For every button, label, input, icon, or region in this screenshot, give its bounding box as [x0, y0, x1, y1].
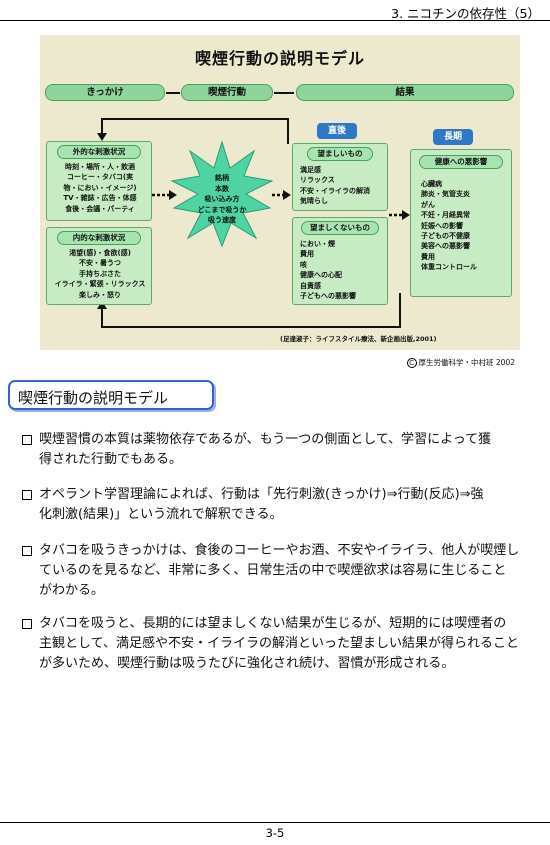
bullet-item: タバコを吸うきっかけは、食後のコーヒーやお酒、不安やイライラ、他人が喫煙し てい…: [22, 541, 532, 601]
longterm-label: 健康への悪影響: [419, 155, 503, 169]
section-title-box: 喫煙行動の説明モデル: [8, 380, 214, 410]
smoking-model-figure: 喫煙行動の説明モデル きっかけ 喫煙行動 結果 外的な刺激状況 時刻・場所・人・…: [40, 35, 520, 350]
feedback-arrow-top: [101, 118, 289, 144]
arrowhead: [97, 133, 107, 141]
column-trigger-label: きっかけ: [45, 84, 165, 101]
immediate-good-list: 満足感 リラックス 不安・イライラの解消 気晴らし: [300, 166, 370, 206]
immediate-bad-box: 望ましくないもの におい・煙 費用 咳 健康への心配 自責感 子どもへの悪影響: [292, 217, 388, 305]
bullet-item: タバコを吸うと、長期的には望ましくない結果が生じるが、短期的には喫煙者の 主観と…: [22, 614, 532, 674]
checkbox-square-icon: [22, 435, 32, 445]
behavior-list: 銘柄 本数 吸い込み方 どこまで吸うか 吸う速度: [197, 174, 247, 224]
arrowhead: [283, 190, 291, 200]
arrowhead: [402, 210, 410, 220]
internal-stimulus-box: 内的な刺激状況 渇望(感)・食欲(感) 不安・暑うつ 手持ちぶさた イライラ・緊…: [46, 227, 152, 305]
behavior-star-shape: [170, 140, 274, 248]
longterm-list: 心臓病 肺炎・気管支炎 がん 不妊・月経異常 妊娠への影響 子どもの不健康 美容…: [421, 180, 477, 272]
bullet-item: オペラント学習理論によれば、行動は「先行刺激(きっかけ)⇒行動(反応)⇒強 化刺…: [22, 485, 532, 525]
column-result-label: 結果: [296, 84, 514, 101]
page-header: 3. ニコチンの依存性（5）: [0, 0, 550, 22]
arrow-line: [166, 92, 180, 94]
column-behavior-label: 喫煙行動: [181, 84, 273, 101]
immediate-bad-list: におい・煙 費用 咳 健康への心配 自責感 子どもへの悪影響: [300, 240, 356, 301]
page-number: 3-5: [265, 826, 285, 840]
internal-stimulus-list: 渇望(感)・食欲(感) 不安・暑うつ 手持ちぶさた イライラ・緊張・リラックス …: [54, 249, 146, 299]
arrow-line: [274, 92, 294, 94]
checkbox-square-icon: [22, 619, 32, 629]
behavior-star: 銘柄 本数 吸い込み方 どこまで吸うか 吸う速度: [172, 142, 272, 246]
figure-title: 喫煙行動の説明モデル: [194, 49, 365, 68]
bullet-text: タバコを吸うきっかけは、食後のコーヒーやお酒、不安やイライラ、他人が喫煙し てい…: [39, 543, 520, 598]
footer-rule: [0, 822, 550, 823]
checkbox-square-icon: [22, 490, 32, 500]
header-rule: [0, 20, 550, 21]
external-stimulus-box: 外的な刺激状況 時刻・場所・人・飲酒 コーヒー・タバコ(実 物・におい・イメージ…: [46, 141, 152, 221]
bullet-text: 喫煙習慣の本質は薬物依存であるが、もう一つの側面として、学習によって獲 得された…: [39, 432, 492, 467]
header-title: 3. ニコチンの依存性（5）: [391, 6, 540, 21]
immediate-badge: 直後: [317, 123, 357, 139]
copyright-icon: C: [406, 358, 417, 368]
external-stimulus-list: 時刻・場所・人・飲酒 コーヒー・タバコ(実 物・におい・イメージ) TV・雑誌・…: [63, 163, 137, 213]
arrowhead: [97, 301, 107, 309]
longterm-badge: 長期: [433, 129, 473, 145]
section-title: 喫煙行動の説明モデル: [18, 389, 169, 407]
bullet-text: タバコを吸うと、長期的には望ましくない結果が生じるが、短期的には喫煙者の 主観と…: [39, 616, 519, 671]
flow-arrows: [97, 118, 410, 328]
arrowhead: [169, 190, 177, 200]
bullet-text: オペラント学習理論によれば、行動は「先行刺激(きっかけ)⇒行動(反応)⇒強 化刺…: [39, 487, 484, 522]
internal-stimulus-label: 内的な刺激状況: [57, 231, 141, 245]
figure-source: (足達淑子：ライフスタイル療法、新企画出版,2001): [280, 335, 437, 343]
bullet-item: 喫煙習慣の本質は薬物依存であるが、もう一つの側面として、学習によって獲 得された…: [22, 430, 532, 470]
longterm-box: 健康への悪影響 心臓病 肺炎・気管支炎 がん 不妊・月経異常 妊娠への影響 子ど…: [410, 149, 512, 297]
credit-text: 厚生労働科学・中村班 2002: [418, 358, 515, 367]
checkbox-square-icon: [22, 546, 32, 556]
immediate-good-label: 望ましいもの: [307, 147, 373, 161]
immediate-bad-label: 望ましくないもの: [301, 221, 379, 235]
external-stimulus-label: 外的な刺激状況: [57, 145, 141, 159]
immediate-good-box: 望ましいもの 満足感 リラックス 不安・イライラの解消 気晴らし: [292, 143, 388, 211]
feedback-arrow-bottom: [101, 293, 401, 328]
